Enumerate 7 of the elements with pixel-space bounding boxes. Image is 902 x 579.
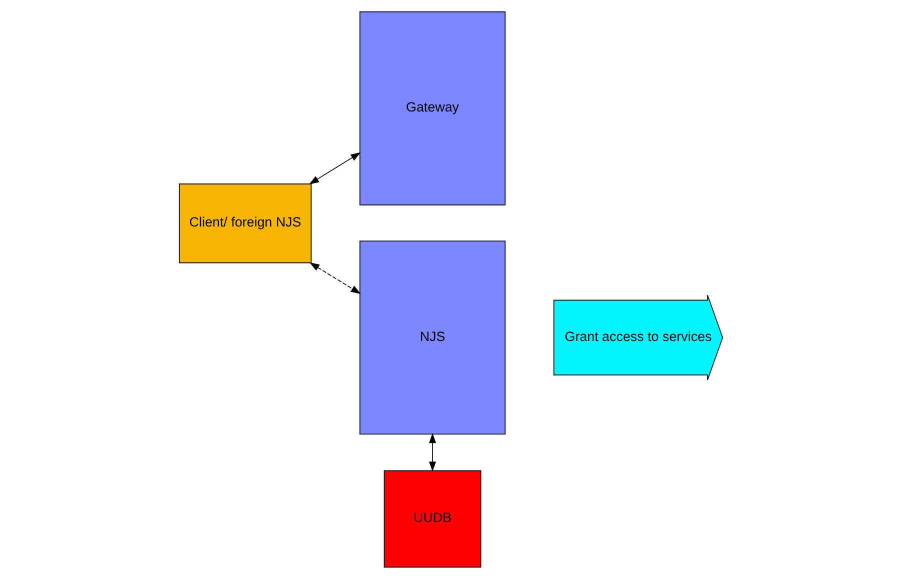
arrow [429,433,436,472]
node-box: UUDB [384,470,482,568]
node-box: NJS [359,240,506,435]
arrow [309,262,361,294]
node-box: Gateway [359,11,506,206]
arrow [308,152,361,184]
node-box: Client/ foreign NJS [178,184,312,264]
